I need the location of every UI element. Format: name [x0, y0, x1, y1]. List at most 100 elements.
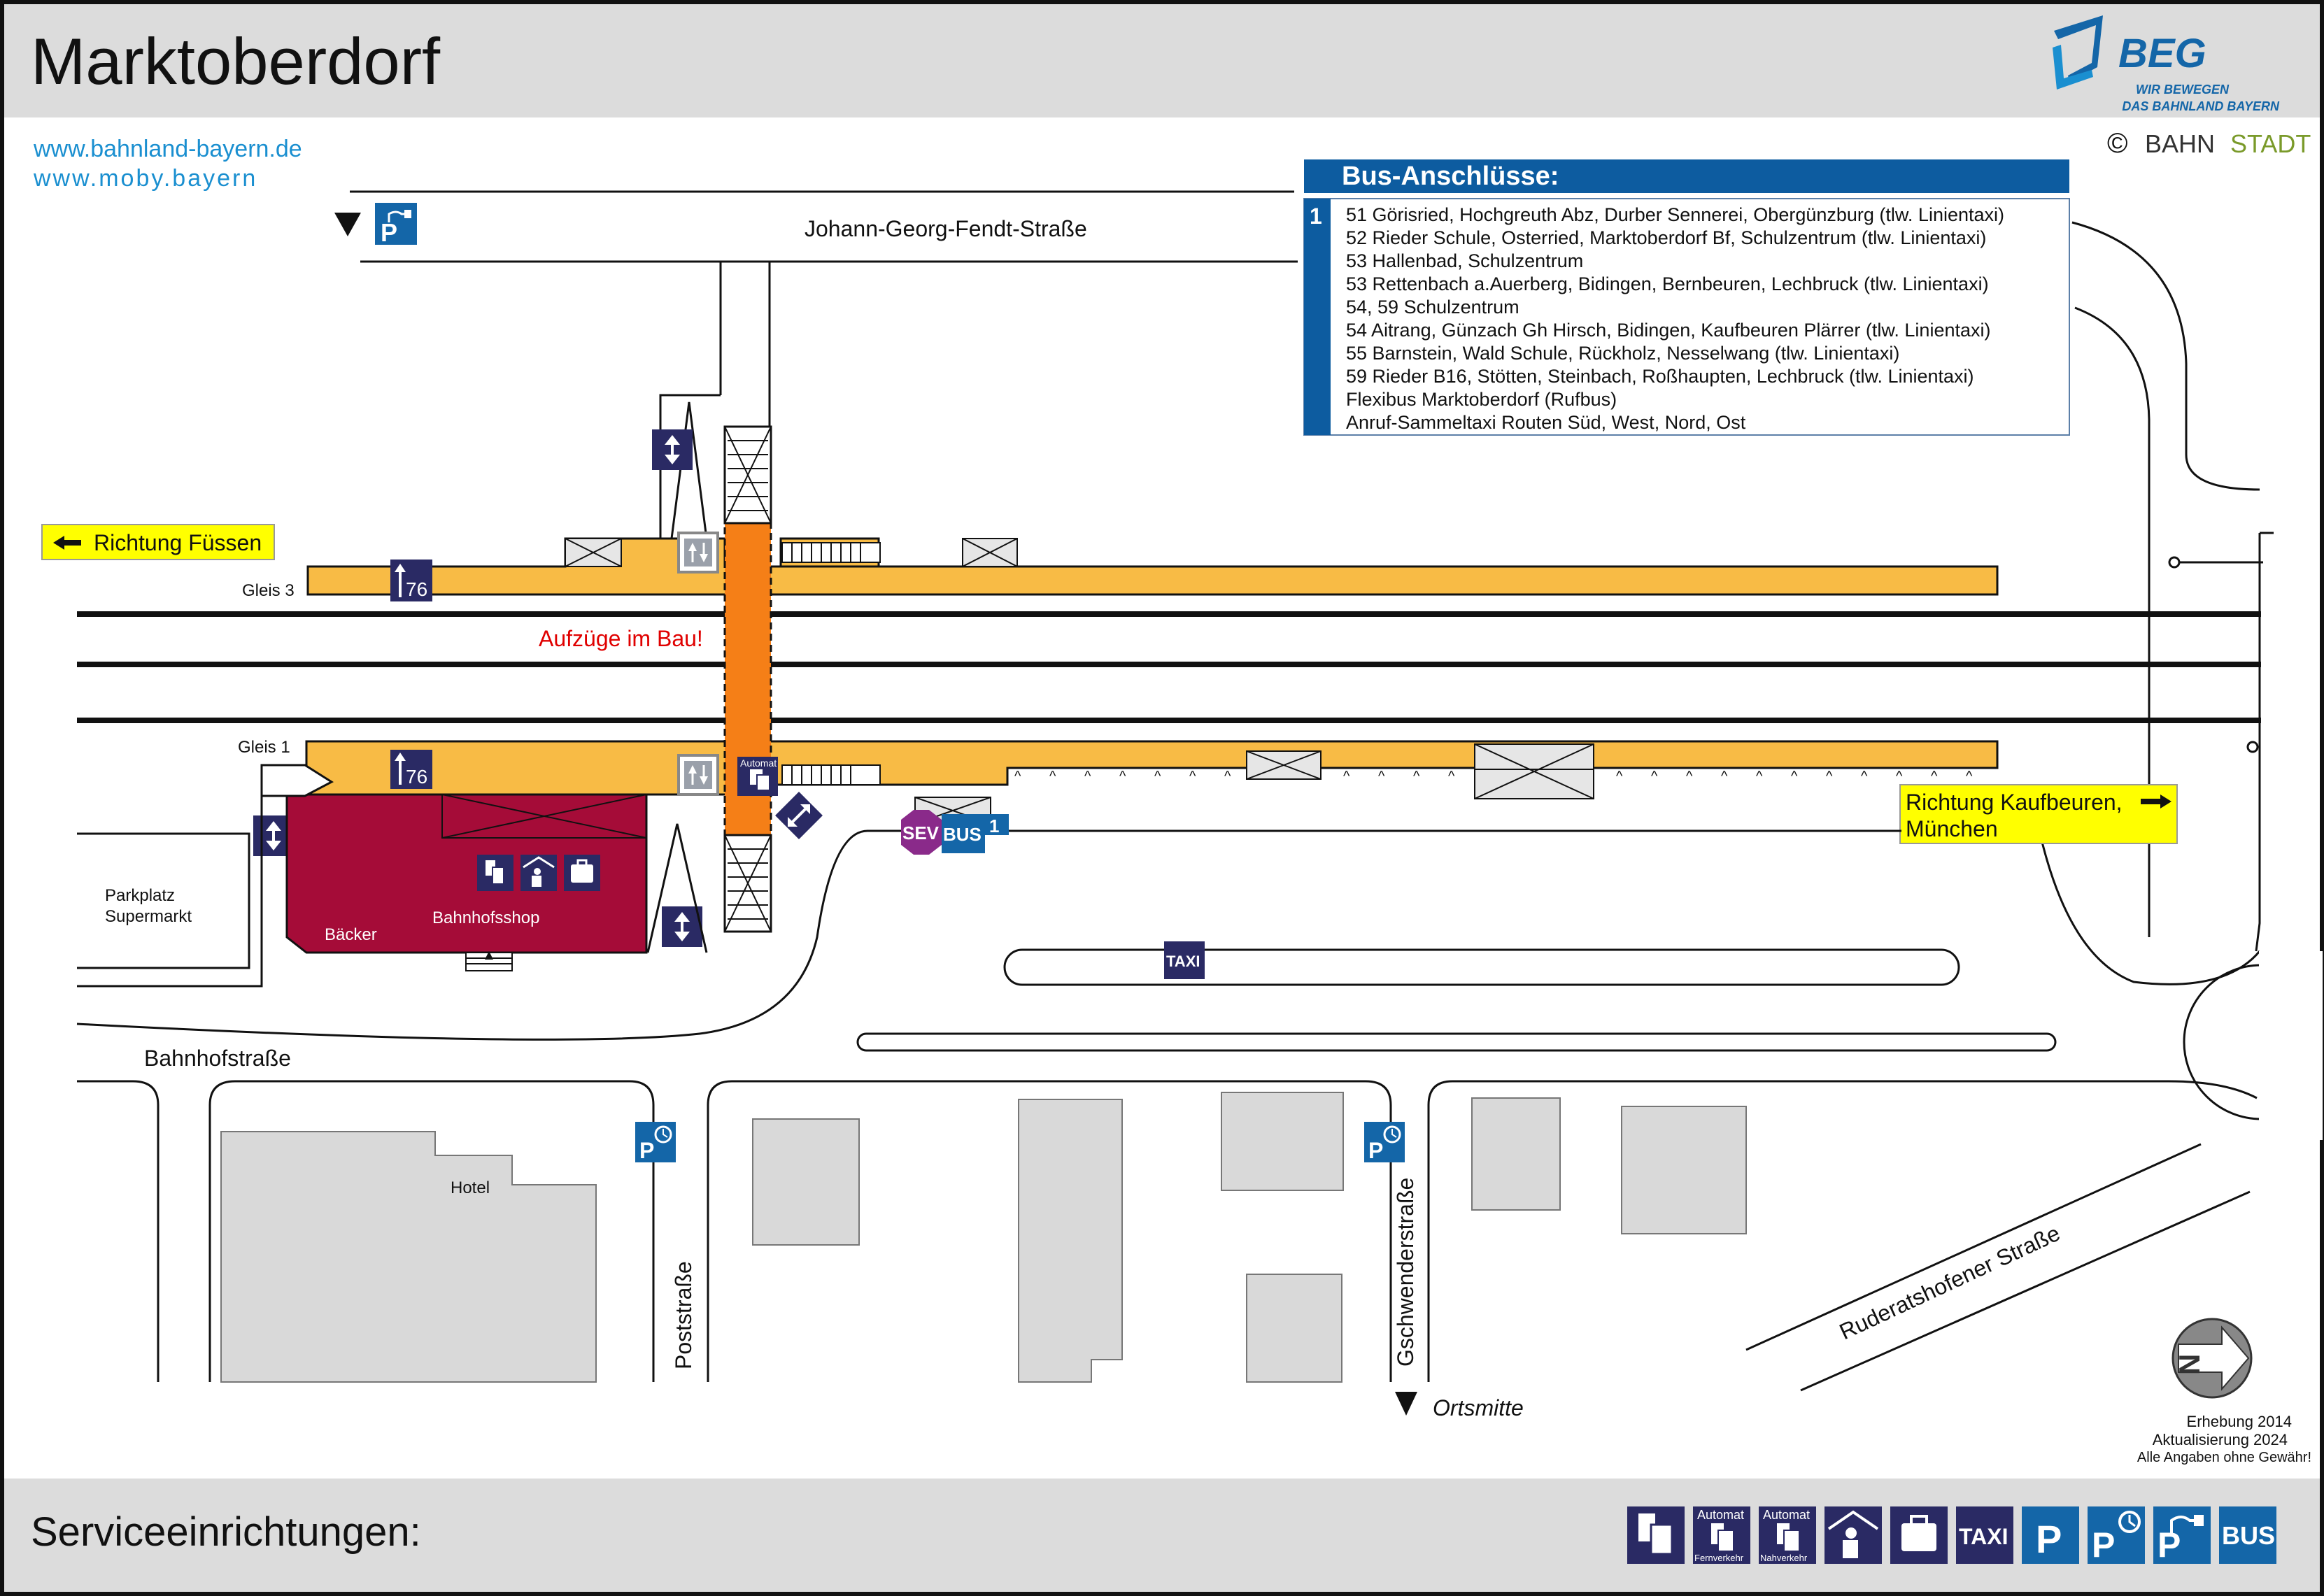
ticket-machine-icon[interactable]: Automat: [737, 757, 778, 796]
bus-label: BUS: [943, 824, 982, 845]
direction-text-kaufbeuren-2: München: [1906, 816, 1998, 841]
svg-text:^: ^: [1616, 769, 1623, 784]
svg-text:^: ^: [1343, 769, 1350, 784]
short-term-parking-icon[interactable]: P: [1364, 1122, 1405, 1163]
street-label-johann-georg: Johann-Georg-Fendt-Straße: [805, 216, 1087, 241]
beg-logo-mark: [2054, 15, 2103, 83]
bus-box-title: Bus-Anschlüsse:: [1342, 162, 1559, 191]
road-edge: [208, 1080, 655, 1382]
waiting-room-icon[interactable]: [1825, 1506, 1882, 1564]
road-edge: [707, 1080, 1392, 1382]
north-arrow-icon: N: [2171, 1318, 2253, 1399]
bus-line: 54 Aitrang, Günzach Gh Hirsch, Bidingen,…: [1346, 320, 1990, 341]
elevator-construction-icon: [677, 754, 719, 796]
short-term-parking-icon[interactable]: P: [2088, 1506, 2145, 1565]
shop-service-icons: [477, 855, 600, 891]
ev-charging-parking-icon[interactable]: P: [375, 203, 417, 247]
icon-label: TAXI: [1959, 1524, 2008, 1549]
svg-text:^: ^: [1791, 769, 1798, 784]
icon-label: BUS: [2222, 1521, 2275, 1550]
track-label-3: Gleis 3: [242, 581, 295, 600]
sev-stop-icon[interactable]: SEV: [901, 810, 942, 855]
bus-line: 54, 59 Schulzentrum: [1346, 297, 1519, 318]
svg-text:^: ^: [1966, 769, 1973, 784]
svg-text:N: N: [2173, 1354, 2206, 1375]
buildings: [220, 1092, 1747, 1383]
copyright-symbol: ©: [2107, 128, 2127, 159]
platform-height-3: 76: [406, 578, 427, 600]
ticket-machine-regional-icon[interactable]: Automat Nahverkehr: [1759, 1506, 1816, 1564]
up-down-arrow-icon: [652, 429, 693, 470]
track-label-1: Gleis 1: [238, 738, 290, 757]
parking-letter: P: [639, 1138, 654, 1163]
bus-bay-island: [856, 1032, 2057, 1052]
icon-label-top: Automat: [1697, 1508, 1744, 1522]
ramp-edge: [670, 401, 708, 539]
ticket-machine-icon[interactable]: [1627, 1506, 1685, 1564]
parking-letter: P: [381, 218, 397, 247]
svg-text:^: ^: [1826, 769, 1833, 784]
header-band: [4, 4, 2320, 117]
bus-box-stop-strip: [1304, 199, 1331, 435]
platform-height-1: 76: [406, 766, 427, 788]
svg-text:^: ^: [1224, 769, 1231, 784]
page-title: Marktoberdorf: [31, 24, 441, 98]
svg-text:^: ^: [1084, 769, 1091, 784]
building: [1018, 1099, 1123, 1383]
bus-stop-number: 1: [989, 815, 999, 836]
hotel-building: [220, 1131, 597, 1383]
ticket-machine-long-distance-icon[interactable]: Automat Fernverkehr: [1693, 1506, 1750, 1564]
road-edge: [2074, 306, 2151, 937]
stairs-hatch: [724, 426, 772, 524]
sev-label: SEV: [902, 822, 940, 843]
bus-box-header: [1304, 159, 2069, 193]
label-baker: Bäcker: [325, 925, 377, 944]
icon-label: P: [2092, 1525, 2115, 1565]
svg-text:^: ^: [1861, 769, 1868, 784]
platform-height-icon-gleis-1: 76: [390, 750, 432, 789]
short-term-parking-icon[interactable]: P: [635, 1122, 676, 1163]
ev-charging-parking-icon[interactable]: P: [2153, 1506, 2211, 1565]
svg-text:^: ^: [1756, 769, 1763, 784]
bus-box-body: [1303, 198, 2070, 436]
waiting-room-icon[interactable]: [520, 855, 557, 891]
label-hotel: Hotel: [451, 1178, 490, 1197]
bus-icon[interactable]: BUS: [2219, 1506, 2276, 1564]
bus-line: Flexibus Marktoberdorf (Rufbus): [1346, 389, 1617, 410]
road-edge: [76, 829, 930, 1041]
parking-lot-edge: [77, 832, 250, 969]
bus-stop-icon[interactable]: BUS 1: [942, 814, 1009, 853]
svg-text:^: ^: [1651, 769, 1658, 784]
construction-note: Aufzüge im Bau!: [539, 626, 703, 651]
svg-text:^: ^: [1049, 769, 1056, 784]
copyright-bahnstadt: © BAHN STADT: [2107, 128, 2311, 159]
link-bahnland[interactable]: www.bahnland-bayern.de: [33, 136, 302, 162]
icon-label: P: [2036, 1517, 2062, 1561]
street-label-post: Poststraße: [671, 1261, 696, 1369]
taxi-bay: [1003, 948, 1960, 986]
luggage-locker-icon[interactable]: [1890, 1506, 1948, 1564]
ticket-machine-icon[interactable]: [477, 855, 513, 891]
direction-sign-fuessen: Richtung Füssen: [41, 524, 275, 560]
canopy-hatch: [441, 794, 647, 839]
label-station-shop: Bahnhofsshop: [432, 909, 539, 927]
label-town-center: Ortsmitte: [1433, 1395, 1524, 1420]
beg-logo-tagline-1: WIR BEWEGEN: [2136, 83, 2230, 97]
footer-service-icons: Automat Fernverkehr Automat Nahverkehr T…: [1627, 1506, 2276, 1565]
platform-height-icon-gleis-3: 76: [390, 560, 432, 601]
copyright-part2: STADT: [2230, 129, 2311, 158]
footer-label: Serviceeinrichtungen:: [31, 1509, 421, 1555]
svg-text:^: ^: [1119, 769, 1126, 784]
bus-line: 52 Rieder Schule, Osterried, Marktoberdo…: [1346, 227, 1986, 248]
link-moby[interactable]: www.moby.bayern: [33, 165, 257, 192]
road-edge: [2040, 839, 2261, 985]
taxi-stand-icon[interactable]: TAXI: [1164, 941, 1205, 979]
ramp-edge: [659, 394, 721, 539]
svg-text:^: ^: [1686, 769, 1693, 784]
taxi-icon[interactable]: TAXI: [1956, 1506, 2013, 1564]
luggage-locker-icon[interactable]: [564, 855, 600, 891]
elevator-construction-icon: [677, 532, 719, 573]
parking-icon[interactable]: P: [2022, 1506, 2079, 1564]
building: [1621, 1106, 1747, 1234]
road-edge: [77, 1080, 160, 1382]
